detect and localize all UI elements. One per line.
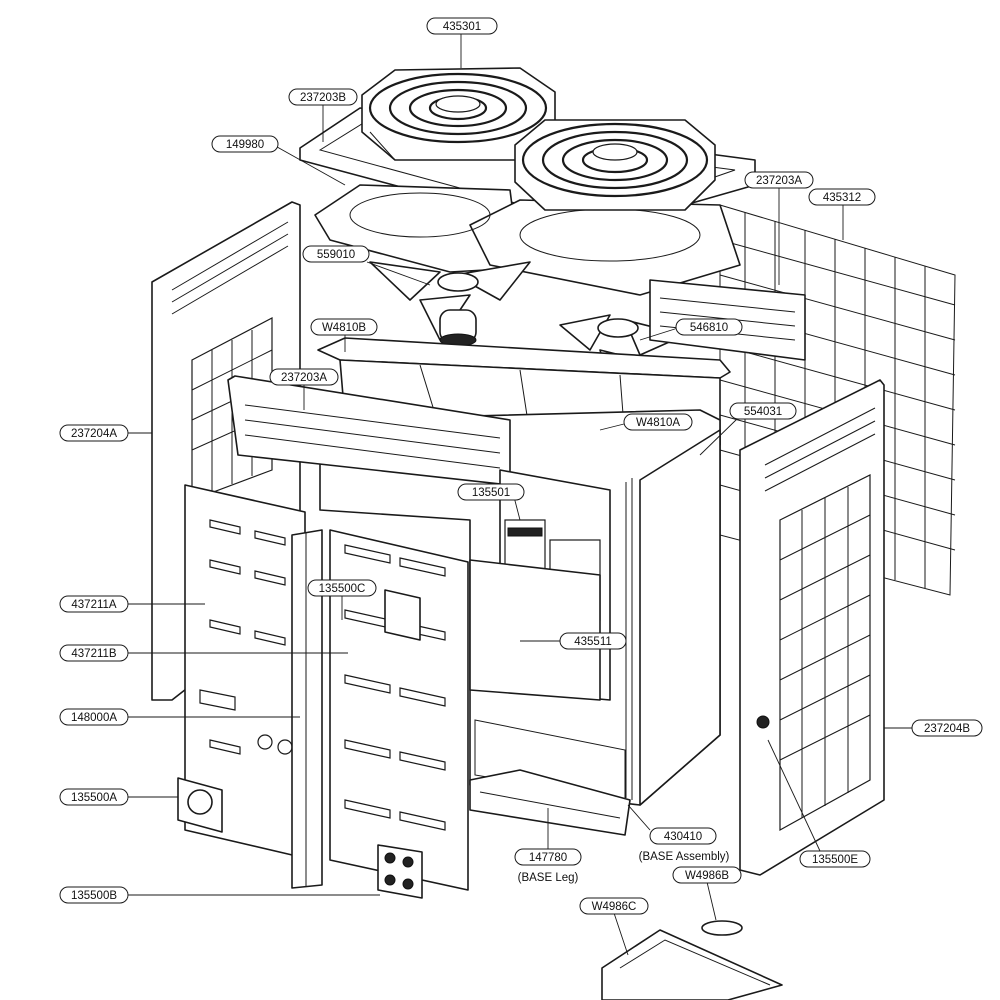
accessory-plate	[601, 929, 783, 1000]
front-panel-right	[329, 529, 469, 891]
accessory-cap	[701, 920, 743, 936]
tag-135500A-text: 135500A	[71, 792, 117, 804]
tag-430410: 430410	[649, 827, 717, 845]
tag-147780-text: 147780	[529, 852, 567, 864]
side-panel-right	[739, 379, 885, 876]
tag-237204A-text: 237204A	[71, 428, 117, 440]
tag-435511: 435511	[559, 632, 627, 650]
tag-135500C-text: 135500C	[319, 583, 366, 595]
base-assembly	[469, 769, 631, 836]
tag-135500E-text: 135500E	[812, 854, 858, 866]
tag-237203A-top-text: 237203A	[756, 175, 802, 187]
tag-237204B-text: 237204B	[924, 723, 970, 735]
leader-lines	[128, 33, 912, 956]
base-leg-caption: (BASE Leg)	[518, 872, 579, 884]
tag-W4986C-text: W4986C	[592, 901, 637, 913]
tag-148000A: 148000A	[59, 708, 129, 726]
fan-shroud	[314, 184, 741, 296]
front-post	[291, 529, 323, 889]
tag-546810: 546810	[675, 318, 743, 336]
tag-W4810A: W4810A	[623, 413, 693, 431]
tag-135501: 135501	[457, 483, 525, 501]
tag-437211B: 437211B	[59, 644, 129, 662]
tag-546810-text: 546810	[690, 322, 728, 334]
propeller-fans	[369, 261, 686, 386]
tag-135500B: 135500B	[59, 886, 129, 904]
tag-135500E: 135500E	[799, 850, 871, 868]
tag-148000A-text: 148000A	[71, 712, 117, 724]
tag-435301: 435301	[426, 17, 498, 35]
tag-W4810B-text: W4810B	[322, 322, 366, 334]
tag-237203A-mid-text: 237203A	[281, 372, 327, 384]
tag-237204B: 237204B	[911, 719, 983, 737]
cable-cover-b	[377, 844, 423, 899]
tag-435312-text: 435312	[823, 192, 861, 204]
tag-W4810B: W4810B	[310, 318, 378, 336]
tag-149980: 149980	[211, 135, 279, 153]
front-panel-left	[184, 484, 306, 859]
tag-W4986B-text: W4986B	[685, 870, 729, 882]
tag-237203B: 237203B	[288, 88, 358, 106]
tag-237203A-mid: 237203A	[269, 368, 339, 386]
tag-W4986C: W4986C	[579, 897, 649, 915]
tag-135500C: 135500C	[307, 579, 377, 597]
tag-135501-text: 135501	[472, 487, 510, 499]
top-front-panel	[227, 375, 511, 486]
tag-437211B-text: 437211B	[71, 648, 117, 660]
base-assembly-caption: (BASE Assembly)	[639, 851, 730, 863]
fan-grille-right	[514, 119, 716, 211]
tag-437211A: 437211A	[59, 595, 129, 613]
tag-W4810A-text: W4810A	[636, 417, 680, 429]
tag-559010-text: 559010	[317, 249, 355, 261]
tag-135500A: 135500A	[59, 788, 129, 806]
tag-237204A: 237204A	[59, 424, 129, 442]
tag-437211A-text: 437211A	[71, 599, 117, 611]
tag-237203A-top: 237203A	[744, 171, 814, 189]
tag-135500B-text: 135500B	[71, 890, 117, 902]
tag-559010: 559010	[302, 245, 370, 263]
tag-430410-text: 430410	[664, 831, 702, 843]
tag-435312: 435312	[808, 188, 876, 206]
tag-554031: 554031	[729, 402, 797, 420]
tag-149980-text: 149980	[226, 139, 264, 151]
tag-554031-text: 554031	[744, 406, 782, 418]
tag-435301-text: 435301	[443, 21, 481, 33]
tag-237203B-text: 237203B	[300, 92, 346, 104]
cable-cover-a	[177, 777, 223, 833]
tag-435511-text: 435511	[574, 636, 612, 648]
tag-147780: 147780	[514, 848, 582, 866]
tag-W4986B: W4986B	[672, 866, 742, 884]
